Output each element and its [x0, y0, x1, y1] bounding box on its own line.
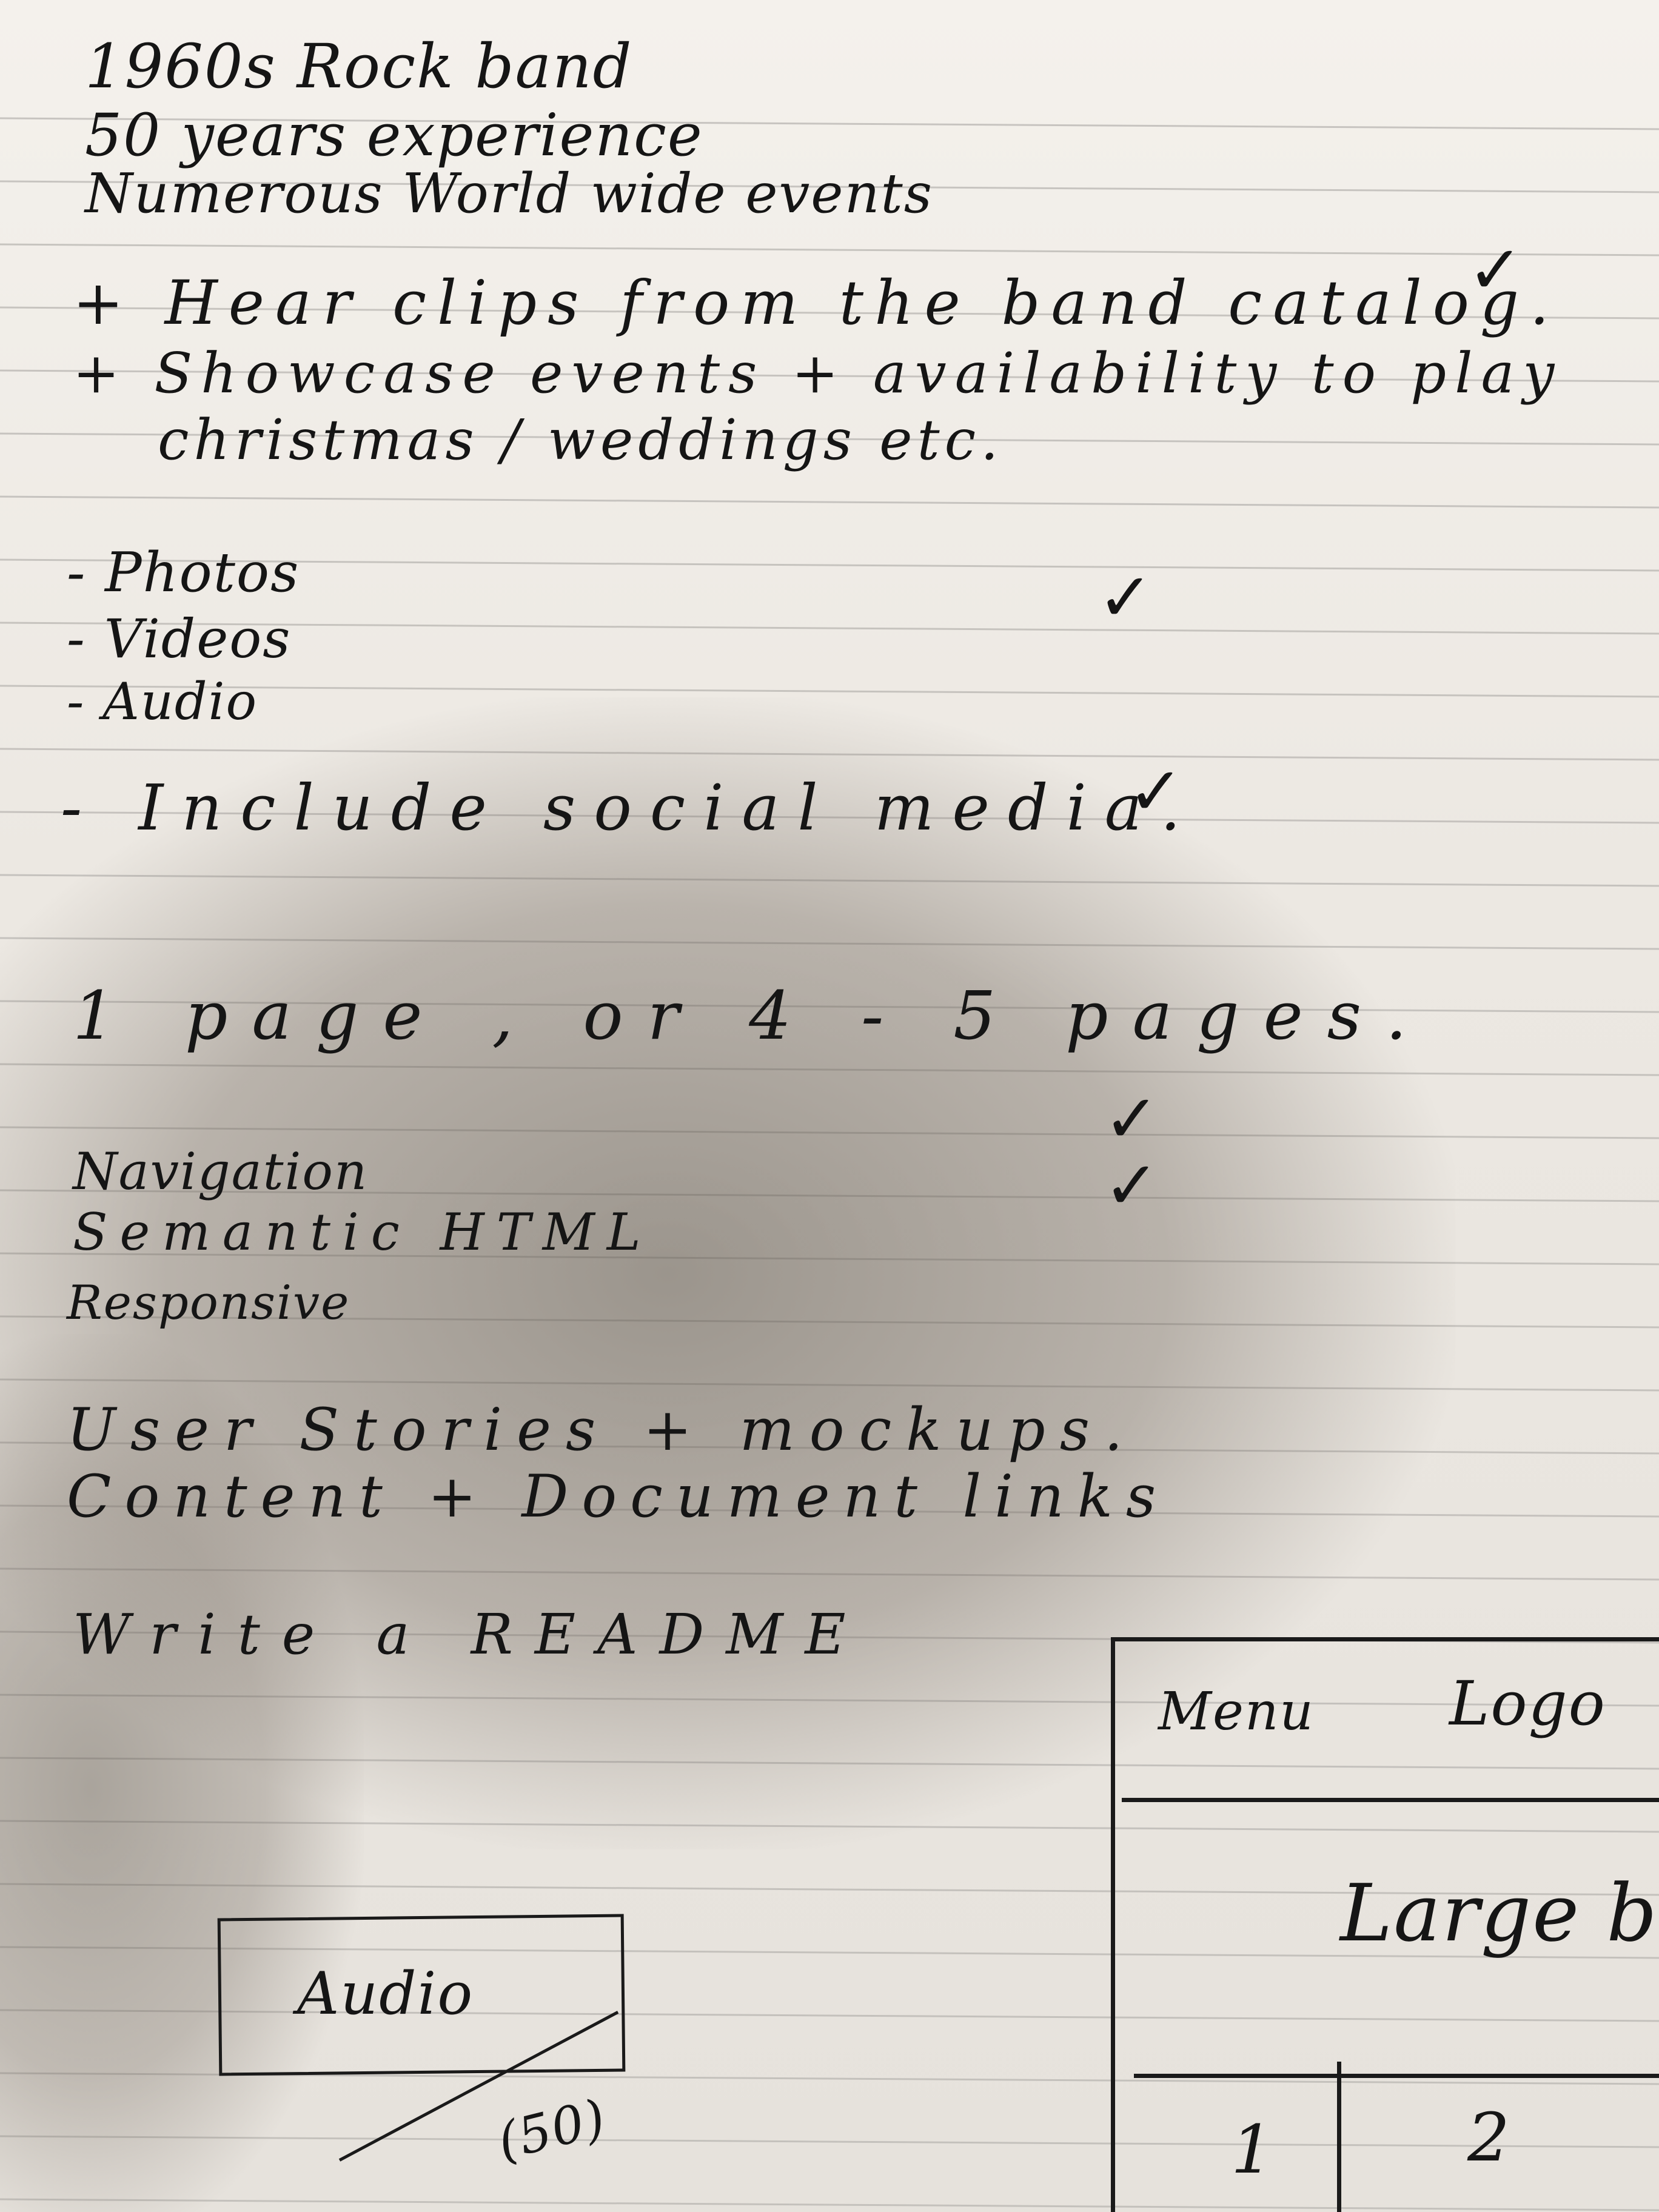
bullet-showcase-events: + Showcase events + availability to play — [73, 341, 1563, 406]
wireframe-banner-label: Large ba — [1340, 1867, 1659, 1959]
social-media-note: - Include social media. — [61, 771, 1199, 845]
content-links-note: Content + Document links — [67, 1463, 1170, 1530]
wireframe-top-edge — [1111, 1637, 1659, 1641]
ruled-line — [0, 495, 1659, 509]
wireframe-header-divider — [1122, 1798, 1659, 1802]
checkmark-icon: ✓ — [1467, 231, 1524, 309]
ruled-line — [0, 874, 1659, 887]
ruled-line — [0, 369, 1659, 383]
wireframe-logo-label: Logo — [1449, 1668, 1606, 1739]
user-stories-note: User Stories + mockups. — [67, 1396, 1138, 1464]
ruled-line — [0, 1063, 1659, 1076]
checkmark-icon: ✓ — [1104, 1080, 1160, 1158]
ruled-line — [0, 1694, 1659, 1707]
responsive-note: Responsive — [67, 1276, 350, 1330]
wireframe-banner-divider — [1134, 2074, 1659, 2078]
ruled-line — [0, 1883, 1659, 1896]
wireframe-cell-2: 2 — [1467, 2099, 1511, 2176]
pages-note: 1 page , or 4 - 5 pages. — [73, 977, 1432, 1054]
audio-sketch-label: Audio — [297, 1960, 474, 2028]
ruled-line — [0, 1820, 1659, 1833]
bullet-showcase-continued: christmas / weddings etc. — [158, 407, 1004, 472]
wireframe-cell-1: 1 — [1231, 2111, 1275, 2188]
note-line-2: 50 years experience — [85, 101, 703, 169]
checkmark-icon: ✓ — [1128, 752, 1184, 830]
ruled-line — [0, 558, 1659, 572]
ruled-line — [0, 2072, 1659, 2085]
ruled-line — [0, 2009, 1659, 2022]
ruled-line — [0, 306, 1659, 320]
media-photos: - Photos — [67, 541, 300, 605]
note-line-1: 1960s Rock band — [85, 31, 633, 102]
ruled-line — [0, 2135, 1659, 2148]
ruled-line — [0, 117, 1659, 130]
ruled-line — [0, 748, 1659, 761]
ruled-line — [0, 180, 1659, 193]
ruled-line — [0, 1126, 1659, 1139]
ruled-line — [0, 1757, 1659, 1770]
ruled-line — [0, 1946, 1659, 1959]
note-line-3: Numerous World wide events — [85, 162, 933, 226]
ruled-line — [0, 1567, 1659, 1581]
ruled-line — [0, 937, 1659, 950]
ruled-line — [0, 622, 1659, 635]
ruled-line — [0, 243, 1659, 256]
ruled-line — [0, 685, 1659, 698]
ruled-line — [0, 2198, 1659, 2211]
navigation-note: Navigation — [73, 1142, 369, 1201]
checkmark-icon: ✓ — [1098, 558, 1154, 636]
bullet-hear-clips: + Hear clips from the band catalog. — [73, 267, 1560, 338]
semantic-html-note: Semantic HTML — [73, 1202, 653, 1262]
checkmark-icon: ✓ — [1104, 1147, 1160, 1224]
wireframe-column-divider — [1337, 2062, 1341, 2212]
readme-note: Write a README — [73, 1602, 868, 1667]
ruled-line — [0, 1378, 1659, 1392]
media-audio: - Audio — [67, 672, 258, 731]
media-videos: - Videos — [67, 608, 292, 670]
ruled-line — [0, 432, 1659, 446]
wireframe-left-edge — [1111, 1637, 1115, 2212]
wireframe-menu-label: Menu — [1158, 1681, 1315, 1742]
